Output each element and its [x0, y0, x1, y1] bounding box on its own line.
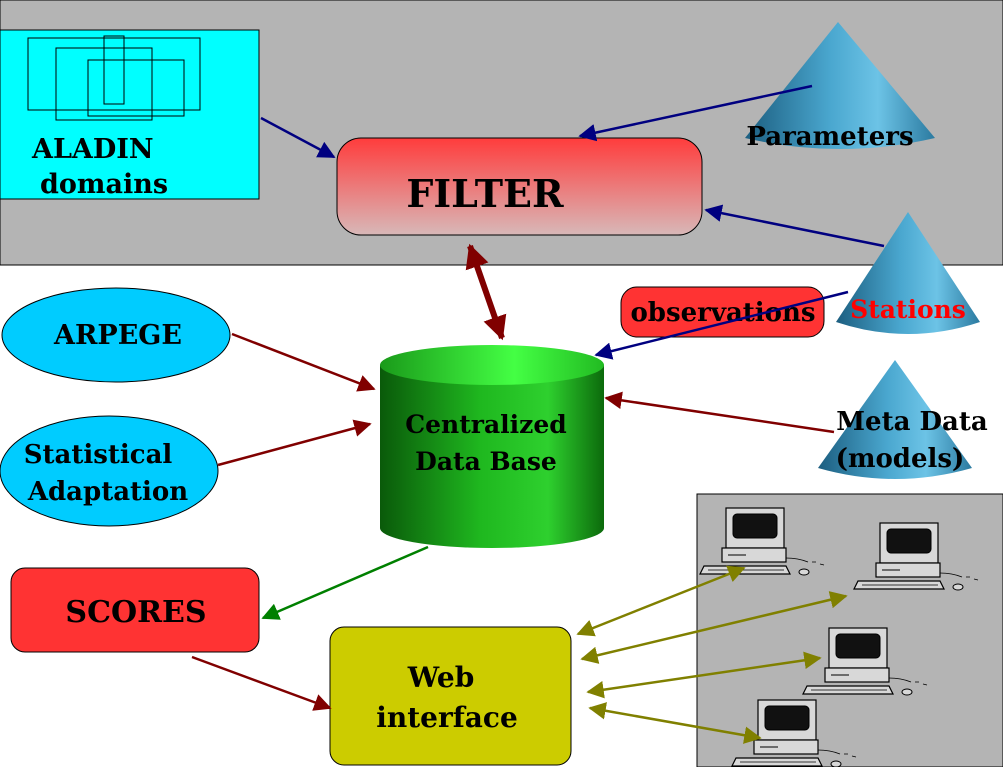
web-label-line1: Web [407, 661, 475, 694]
aladin-domains-box: ALADIN domains [0, 29, 260, 200]
database-label-line1: Centralized [405, 410, 566, 439]
arrow-database-scores [261, 545, 429, 620]
arrow-arpege-database [231, 332, 376, 392]
metadata-label-line1: Meta Data [836, 407, 988, 437]
scores-label: SCORES [65, 595, 206, 630]
arrow-parameters-filter [578, 84, 813, 142]
statistical-label-line2: Adaptation [27, 477, 188, 507]
arrow-stations-filter [704, 204, 885, 248]
filter-node: FILTER [336, 137, 703, 236]
statistical-label-line1: Statistical [24, 440, 173, 470]
statistical-adaptation-node: Statistical Adaptation [0, 415, 219, 527]
arrow-filter-database [465, 243, 507, 341]
parameters-label: Parameters [746, 122, 913, 152]
aladin-label-line1: ALADIN [31, 134, 154, 165]
arrow-web-computer-3 [586, 651, 822, 699]
arpege-node: ARPEGE [1, 287, 231, 383]
arrow-stations-database [594, 290, 849, 360]
web-interface-node: Web interface [329, 626, 572, 766]
arpege-label: ARPEGE [53, 320, 182, 351]
web-label-line2: interface [376, 701, 518, 734]
filter-label: FILTER [406, 171, 564, 216]
metadata-label-line2: (models) [836, 444, 965, 474]
stations-cone: Stations [836, 212, 980, 334]
parameters-cone: Parameters [745, 22, 935, 152]
scores-node: SCORES [10, 567, 260, 653]
stations-label: Stations [850, 295, 966, 324]
arrow-scores-web [191, 655, 332, 711]
arrow-web-computer-2 [580, 591, 848, 664]
database-cylinder: Centralized Data Base [380, 345, 604, 548]
database-label-line2: Data Base [415, 447, 557, 476]
arrow-metadata-database [604, 391, 835, 434]
arrow-statistical-database [217, 419, 372, 467]
observations-node: observations [620, 286, 825, 338]
metadata-cone: Meta Data (models) [818, 360, 988, 479]
arrows [191, 84, 885, 744]
arrow-aladin-filter [260, 116, 336, 159]
aladin-label-line2: domains [40, 169, 168, 200]
arrow-web-computer-4 [588, 702, 762, 744]
